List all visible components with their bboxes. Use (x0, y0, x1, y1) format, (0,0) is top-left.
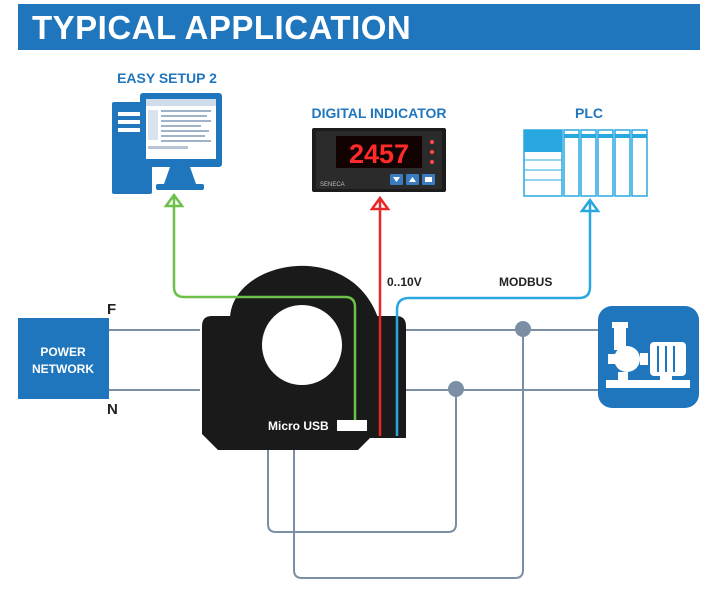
indicator-brand: SENECA (320, 182, 345, 188)
phase-label: F (107, 301, 116, 318)
phase-return-loop (293, 329, 524, 579)
power-network-line1: POWER (40, 345, 86, 359)
power-network-box (18, 318, 109, 399)
digital-indicator-icon: 2457 SENECA (312, 128, 446, 192)
page-title: TYPICAL APPLICATION (32, 9, 412, 46)
title-bar: TYPICAL APPLICATION (18, 4, 700, 50)
micro-usb-port (337, 420, 367, 431)
usb-cable-green (172, 196, 357, 420)
neutral-junction-node (448, 381, 464, 397)
plc-label: PLC (575, 105, 603, 121)
desktop-computer-icon (112, 93, 222, 194)
pump-motor-icon (598, 306, 699, 408)
modbus-label: MODBUS (499, 275, 552, 289)
modbus-wire (395, 200, 592, 436)
neutral-label: N (107, 401, 118, 418)
indicator-label: DIGITAL INDICATOR (311, 105, 446, 121)
power-network-line2: NETWORK (32, 362, 94, 376)
modbus-arrow (579, 197, 601, 213)
analog-output-label: 0..10V (387, 275, 422, 289)
neutral-return-loop (267, 389, 457, 533)
phase-junction-node (515, 321, 531, 337)
usb-cable-arrow (163, 192, 185, 208)
sensor-aperture (262, 305, 342, 385)
analog-output-arrow (369, 195, 391, 211)
indicator-display-value: 2457 (349, 139, 409, 169)
plc-icon (523, 129, 648, 197)
pc-label: EASY SETUP 2 (117, 70, 217, 86)
micro-usb-label: Micro USB (268, 419, 329, 433)
